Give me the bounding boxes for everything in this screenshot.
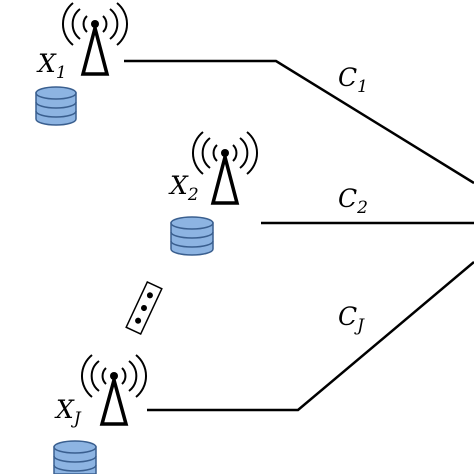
database-icon [35, 86, 77, 126]
database-icon [53, 440, 97, 474]
antenna-icon [61, 2, 129, 76]
node-2: X2 C2 [168, 131, 474, 256]
source-label-j: XJ [54, 395, 82, 429]
link-label-1: C1 [338, 63, 368, 97]
node-j: XJ CJ [53, 261, 474, 474]
source-label-1: X1 [36, 49, 67, 83]
antenna-icon [80, 354, 148, 426]
source-label-2: X2 [168, 171, 199, 205]
link-label-2: C2 [338, 184, 368, 218]
link-j [147, 261, 474, 412]
link-1 [124, 59, 474, 185]
link-label-j: CJ [338, 302, 365, 336]
node-1: X1 C1 [35, 2, 474, 185]
vertical-ellipsis-icon [125, 280, 163, 336]
antenna-icon [191, 131, 259, 205]
database-icon [170, 216, 214, 256]
